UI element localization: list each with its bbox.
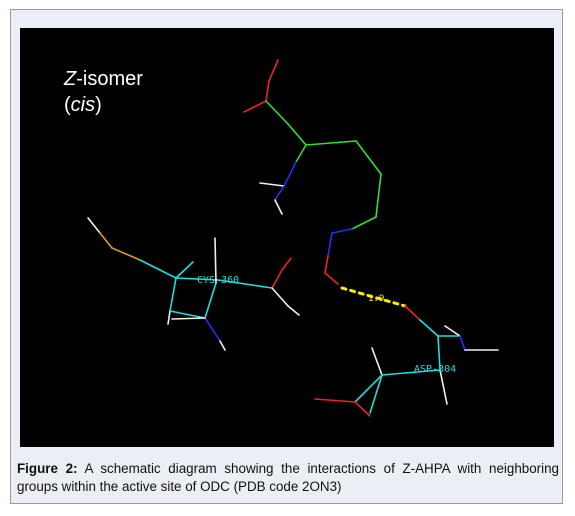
bond bbox=[287, 123, 307, 146]
bond bbox=[351, 216, 377, 230]
isomer-label-line1: Z-isomer bbox=[64, 68, 143, 90]
bond bbox=[327, 232, 333, 257]
bond bbox=[281, 257, 292, 271]
caption-text: A schematic diagram showing the interact… bbox=[17, 461, 560, 494]
bond bbox=[274, 185, 285, 201]
figure-caption: Figure 2: A schematic diagram showing th… bbox=[17, 460, 559, 496]
bond bbox=[87, 217, 101, 234]
bond bbox=[214, 237, 217, 284]
bond bbox=[167, 310, 171, 325]
bond bbox=[274, 199, 283, 215]
bond bbox=[354, 401, 371, 417]
bond bbox=[444, 325, 461, 337]
bond bbox=[265, 100, 289, 125]
bond bbox=[404, 305, 421, 321]
bond bbox=[371, 347, 383, 376]
bond bbox=[324, 272, 339, 285]
bond bbox=[171, 317, 206, 320]
bond bbox=[305, 140, 357, 146]
bond bbox=[169, 310, 206, 319]
hydrogen-bond bbox=[340, 286, 407, 308]
bond bbox=[169, 277, 177, 312]
bond bbox=[204, 317, 221, 342]
bond bbox=[369, 374, 383, 414]
isomer-label: Z-isomer (cis) bbox=[64, 66, 143, 118]
bond bbox=[268, 59, 279, 82]
bond bbox=[314, 398, 356, 403]
bond bbox=[381, 369, 441, 376]
bond bbox=[271, 269, 283, 289]
bond bbox=[331, 228, 353, 234]
bond bbox=[459, 335, 466, 351]
bond bbox=[437, 335, 441, 371]
bond bbox=[111, 247, 141, 261]
bond bbox=[259, 182, 285, 187]
bond bbox=[99, 232, 113, 249]
figure-number: Figure 2: bbox=[17, 461, 78, 476]
residue-label-asp: ASP-304 bbox=[414, 364, 456, 375]
bond bbox=[139, 259, 177, 279]
bond bbox=[265, 80, 270, 102]
bond bbox=[219, 340, 226, 351]
bond bbox=[354, 374, 383, 403]
bond bbox=[355, 140, 382, 175]
bond bbox=[243, 100, 267, 113]
bond bbox=[271, 287, 289, 307]
bond bbox=[419, 319, 439, 337]
bond bbox=[439, 369, 448, 405]
bond bbox=[175, 277, 219, 281]
molecular-structure-image: CYS-360 ASP-304 1.9 bbox=[20, 28, 554, 447]
bond bbox=[375, 173, 382, 218]
molecule-rendering: CYS-360 ASP-304 1.9 bbox=[87, 59, 499, 417]
bond bbox=[324, 255, 329, 274]
bond bbox=[295, 144, 307, 163]
residue-label-cys: CYS-360 bbox=[197, 275, 239, 286]
bond bbox=[175, 261, 194, 279]
bond bbox=[204, 282, 217, 319]
bond bbox=[283, 161, 297, 187]
isomer-label-line2: (cis) bbox=[64, 94, 102, 116]
bond bbox=[287, 305, 300, 316]
bond bbox=[217, 279, 273, 289]
hbond-distance-label: 1.9 bbox=[368, 294, 384, 304]
